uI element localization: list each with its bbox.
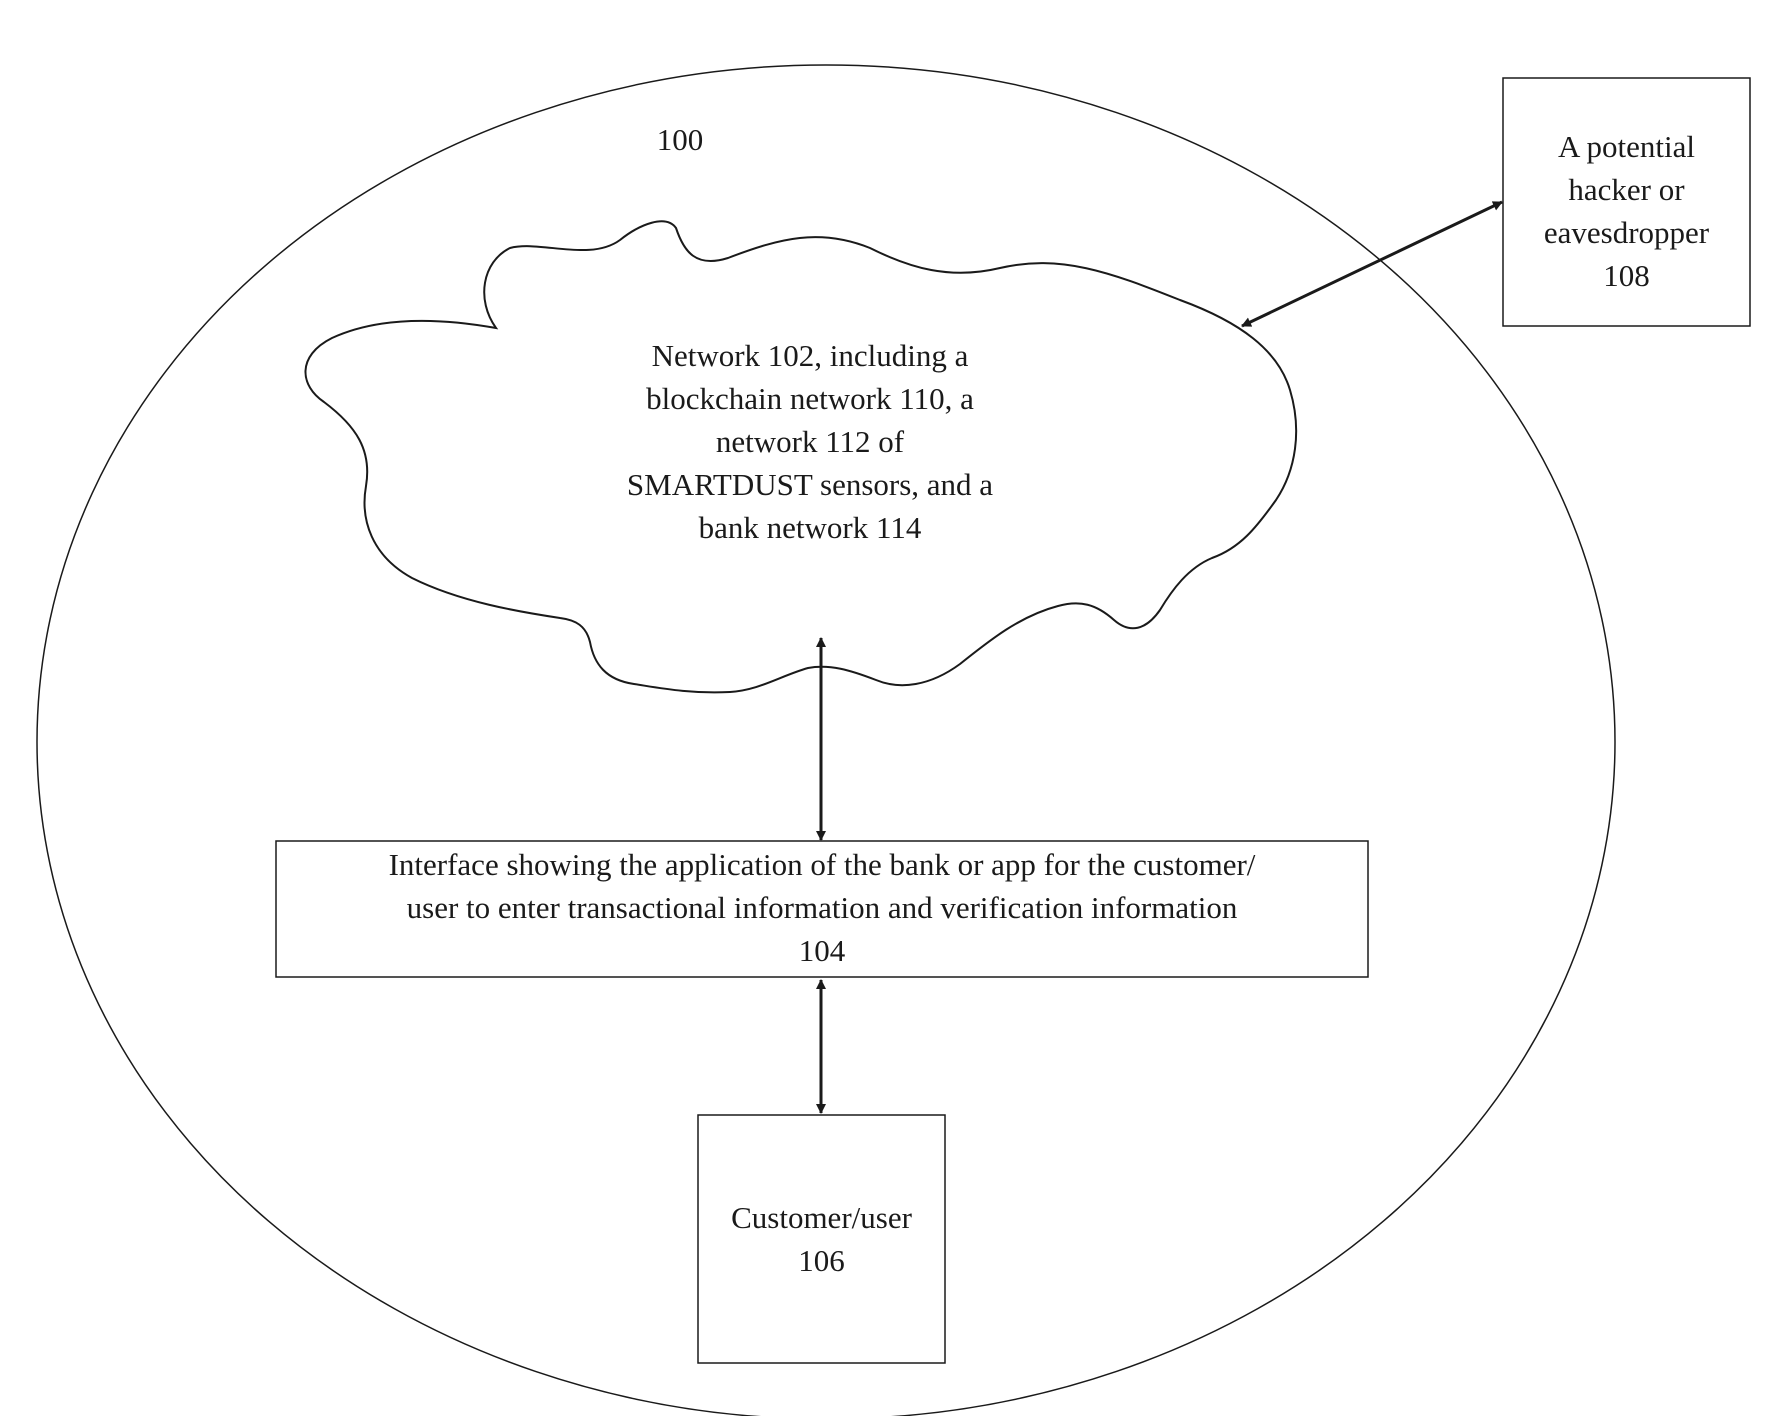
hacker-label-line: A potential	[1503, 125, 1750, 168]
hacker-label: A potential hacker or eavesdropper 108	[1503, 125, 1750, 297]
hacker-label-line: 108	[1503, 254, 1750, 297]
interface-label-line: 104	[280, 929, 1364, 972]
hacker-label-line: eavesdropper	[1503, 211, 1750, 254]
customer-label: Customer/user 106	[698, 1196, 945, 1282]
network-label: Network 102, including a blockchain netw…	[530, 334, 1090, 549]
interface-label: Interface showing the application of the…	[280, 843, 1364, 972]
network-label-line: Network 102, including a	[530, 334, 1090, 377]
customer-label-line: 106	[698, 1239, 945, 1282]
arrow-network-hacker	[1242, 202, 1502, 326]
interface-label-line: Interface showing the application of the…	[280, 843, 1364, 886]
customer-label-line: Customer/user	[698, 1196, 945, 1239]
hacker-label-line: hacker or	[1503, 168, 1750, 211]
network-label-line: bank network 114	[530, 506, 1090, 549]
interface-label-line: user to enter transactional information …	[280, 886, 1364, 929]
system-label: 100	[640, 118, 720, 161]
network-label-line: SMARTDUST sensors, and a	[530, 463, 1090, 506]
network-label-line: blockchain network 110, a	[530, 377, 1090, 420]
network-label-line: network 112 of	[530, 420, 1090, 463]
